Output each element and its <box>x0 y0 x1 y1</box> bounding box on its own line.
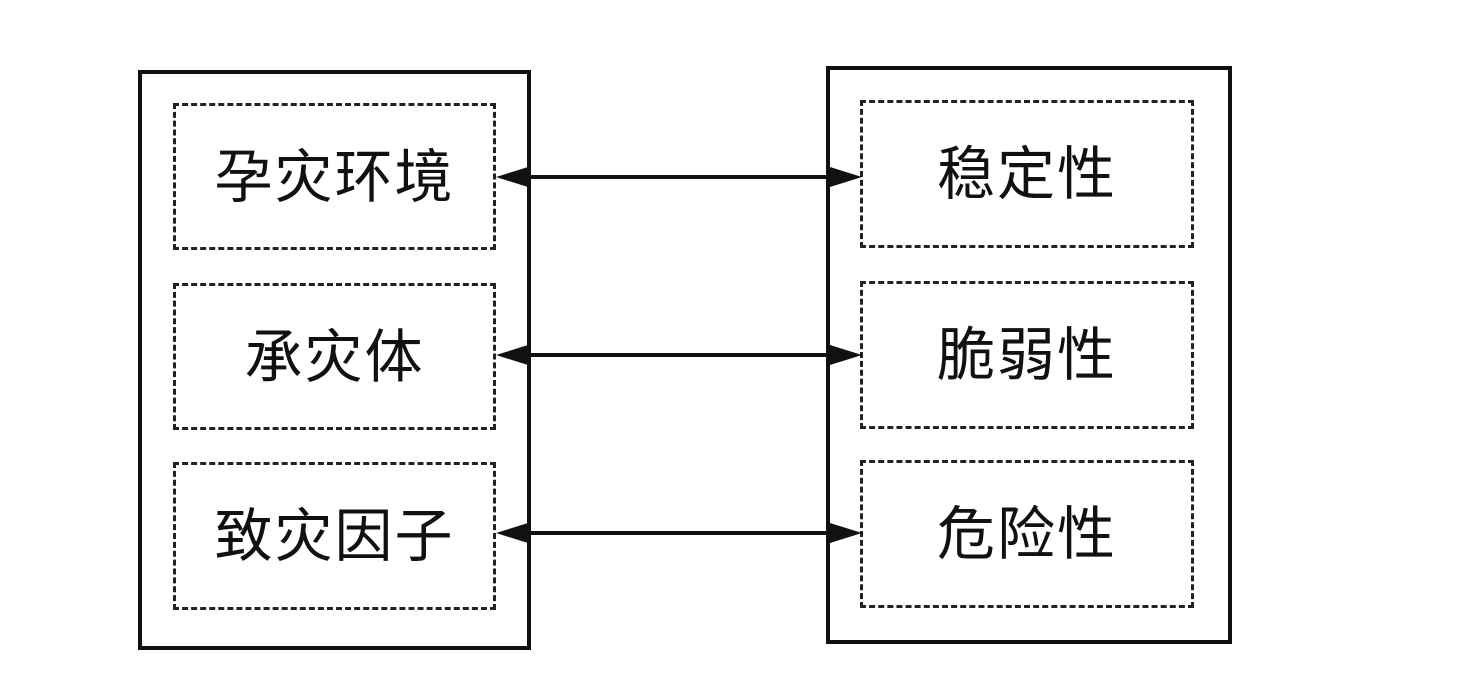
node-left-1: 孕灾环境 <box>173 103 496 250</box>
node-left-3: 致灾因子 <box>173 462 496 610</box>
node-left-1-label: 孕灾环境 <box>214 142 455 211</box>
arrow-3 <box>496 523 862 543</box>
node-left-2: 承灾体 <box>173 283 496 430</box>
node-right-2-label: 脆弱性 <box>936 321 1117 389</box>
node-left-2-label: 承灾体 <box>244 322 425 391</box>
node-right-1-label: 稳定性 <box>936 140 1117 208</box>
node-right-2: 脆弱性 <box>860 281 1194 429</box>
node-left-3-label: 致灾因子 <box>214 502 455 570</box>
node-right-3-label: 危险性 <box>936 500 1117 568</box>
arrow-2 <box>496 345 862 365</box>
arrow-1 <box>496 167 862 187</box>
node-right-1: 稳定性 <box>860 100 1194 248</box>
node-right-3: 危险性 <box>860 460 1194 608</box>
